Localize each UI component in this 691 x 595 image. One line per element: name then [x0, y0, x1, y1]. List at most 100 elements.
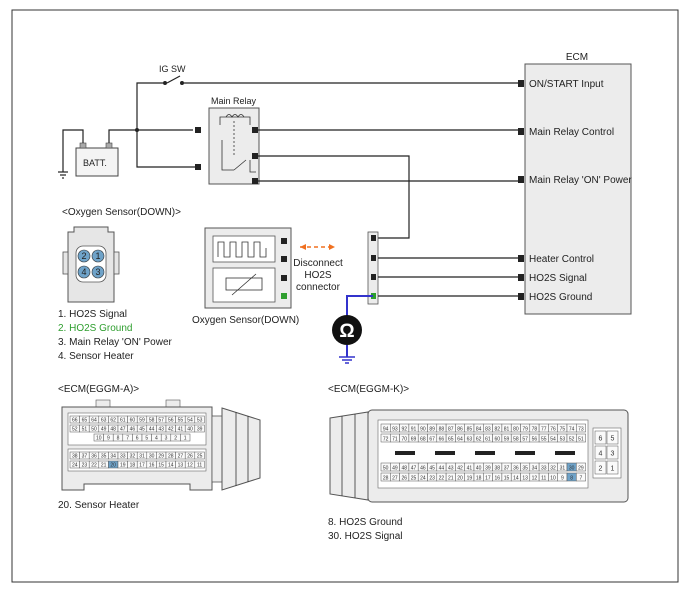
ecm-k-pin-label-34: 34 — [532, 466, 538, 472]
ecm-a-pin-label-66: 66 — [72, 418, 78, 424]
ecm-k-pin-label-76: 76 — [550, 427, 556, 433]
ecm-k-key-slot — [395, 451, 415, 455]
ecm-k-pin-label-8: 8 — [570, 476, 573, 482]
ecm-k-pin-label-88: 88 — [439, 427, 445, 433]
ecm-a-pin-label-25: 25 — [197, 454, 203, 460]
ecm-k-pin-label-82: 82 — [494, 427, 500, 433]
ecm-k-pin-label-66: 66 — [439, 437, 445, 443]
battery-label: BATT. — [83, 158, 107, 168]
ecm-a-pin-label-36: 36 — [91, 454, 97, 460]
ecm-k-pin-label-41: 41 — [467, 466, 473, 472]
ecm-k-pin-label-22: 22 — [439, 476, 445, 482]
ecm-terminal-main-relay-power: Main Relay 'ON' Power — [529, 175, 632, 186]
ecm-k-pin-label-49: 49 — [392, 466, 398, 472]
ecm-k-pin-label-74: 74 — [569, 427, 575, 433]
ecm-k-side-pin-6 — [594, 430, 607, 445]
ecm-a-pin-label-42: 42 — [168, 427, 174, 433]
ecm-k-pin-label-38: 38 — [494, 466, 500, 472]
ho2s-ground-pin — [281, 293, 287, 299]
ecm-k-pin-label-55: 55 — [541, 437, 547, 443]
ecm-k-pin-label-26: 26 — [401, 476, 407, 482]
ecm-k-pin-label-24: 24 — [420, 476, 426, 482]
ecm-k-pin-label-70: 70 — [401, 437, 407, 443]
svg-text:Ω: Ω — [339, 321, 354, 342]
ecm-a-pin-label-32: 32 — [130, 454, 136, 460]
ecm-k-pin-51 — [576, 433, 586, 443]
ecm-title: ECM — [566, 52, 588, 63]
ecm-k-pin-label-77: 77 — [541, 427, 547, 433]
ecm-a-pin-39 — [194, 424, 205, 433]
ecm-a-pin-label-14: 14 — [168, 463, 174, 469]
ecm-k-pin-label-46: 46 — [420, 466, 426, 472]
ecm-k-side-pin-4 — [594, 445, 607, 460]
ecm-k-note-2: 30. HO2S Signal — [328, 531, 403, 542]
ecm-a-pin-label-12: 12 — [187, 463, 193, 469]
ecm-k-pin-label-94: 94 — [383, 427, 389, 433]
ecm-terminal-ho2s-ground: HO2S Ground — [529, 292, 592, 303]
ecm-k-pin-label-62: 62 — [476, 437, 482, 443]
ecm-a-pin-label-10: 10 — [96, 436, 102, 442]
sensor-connector-view: <Oxygen Sensor(DOWN)> 2 1 4 3 1. HO2S Si… — [58, 207, 181, 362]
ecm-k-pin-label-64: 64 — [457, 437, 463, 443]
ecm-a-pin-25 — [194, 451, 205, 460]
ecm-k-pin-label-58: 58 — [513, 437, 519, 443]
ecm-terminal-main-relay-control: Main Relay Control — [529, 127, 614, 138]
ecm-a-pin-label-11: 11 — [197, 463, 202, 469]
ecm-a-pin-11 — [194, 460, 205, 469]
ecm-k-side-pin-1 — [606, 460, 619, 475]
ecm-a-pin-label-53: 53 — [197, 418, 203, 424]
ecm-a-pin-label-43: 43 — [158, 427, 164, 433]
ohmmeter-icon: Ω — [332, 295, 373, 364]
ecm-a-pin-label-26: 26 — [187, 454, 193, 460]
ecm-k-side-pin-label-4: 4 — [599, 451, 603, 458]
sensor-pin-2: 2 — [81, 251, 86, 261]
ecm-k-pin-label-84: 84 — [476, 427, 482, 433]
ecm-a-pin-label-46: 46 — [130, 427, 136, 433]
ecm-a-pin-label-55: 55 — [178, 418, 184, 424]
oxygen-sensor: Oxygen Sensor(DOWN) — [192, 227, 299, 326]
ecm-a-title: <ECM(EGGM-A)> — [58, 384, 139, 395]
ecm-a-pin-label-22: 22 — [91, 463, 97, 469]
ecm-k-pin-label-29: 29 — [578, 466, 584, 472]
ecm-k-pin-label-52: 52 — [569, 437, 575, 443]
ecm-terminal-on-start: ON/START Input — [529, 79, 604, 90]
ecm-a-pin-label-65: 65 — [82, 418, 88, 424]
ecm-k-pin-label-56: 56 — [532, 437, 538, 443]
ecm-k-pin-7 — [576, 472, 586, 482]
sensor-pin-desc-4: 4. Sensor Heater — [58, 351, 134, 362]
ecm-a-pin-label-18: 18 — [130, 463, 136, 469]
ecm-a-pin-label-64: 64 — [91, 418, 97, 424]
ecm-k-pin-label-85: 85 — [467, 427, 473, 433]
ecm-a-pin-label-15: 15 — [158, 463, 164, 469]
ecm-a-pin-label-21: 21 — [101, 463, 107, 469]
ecm-k-pin-label-60: 60 — [494, 437, 500, 443]
ecm-k-pin-label-63: 63 — [467, 437, 473, 443]
ecm-k-pin-label-20: 20 — [457, 476, 463, 482]
ecm-a-pin-label-17: 17 — [139, 463, 145, 469]
diagram-frame — [11, 9, 679, 583]
ecm-k-pin-label-54: 54 — [550, 437, 556, 443]
ecm-a-pin-53 — [194, 415, 205, 424]
ecm-a-pin-label-54: 54 — [187, 418, 193, 424]
ecm-a-pin-label-47: 47 — [120, 427, 126, 433]
ecm-k-pin-label-27: 27 — [392, 476, 398, 482]
ecm-k-pin-label-16: 16 — [494, 476, 500, 482]
ecm-k-pin-label-45: 45 — [429, 466, 435, 472]
ecm-a-pin-label-5: 5 — [145, 436, 148, 442]
ecm-k-side-pin-5 — [606, 430, 619, 445]
ecm-k-side-pin-label-2: 2 — [599, 466, 603, 473]
ecm-k-pin-label-59: 59 — [504, 437, 510, 443]
ecm-k-pin-label-14: 14 — [513, 476, 519, 482]
ecm-k-key-slot — [435, 451, 455, 455]
ecm-k-pin-label-69: 69 — [411, 437, 417, 443]
ho2s-connector — [367, 231, 518, 305]
ecm-k-pin-label-28: 28 — [383, 476, 389, 482]
ecm-a-pin-label-50: 50 — [91, 427, 97, 433]
battery: BATT. — [58, 128, 193, 179]
ecm-k-pin-label-31: 31 — [560, 466, 566, 472]
ecm-k-side-pin-label-5: 5 — [611, 436, 615, 443]
ecm-a-pin-label-2: 2 — [174, 436, 177, 442]
ecm-a-pin-label-23: 23 — [82, 463, 88, 469]
